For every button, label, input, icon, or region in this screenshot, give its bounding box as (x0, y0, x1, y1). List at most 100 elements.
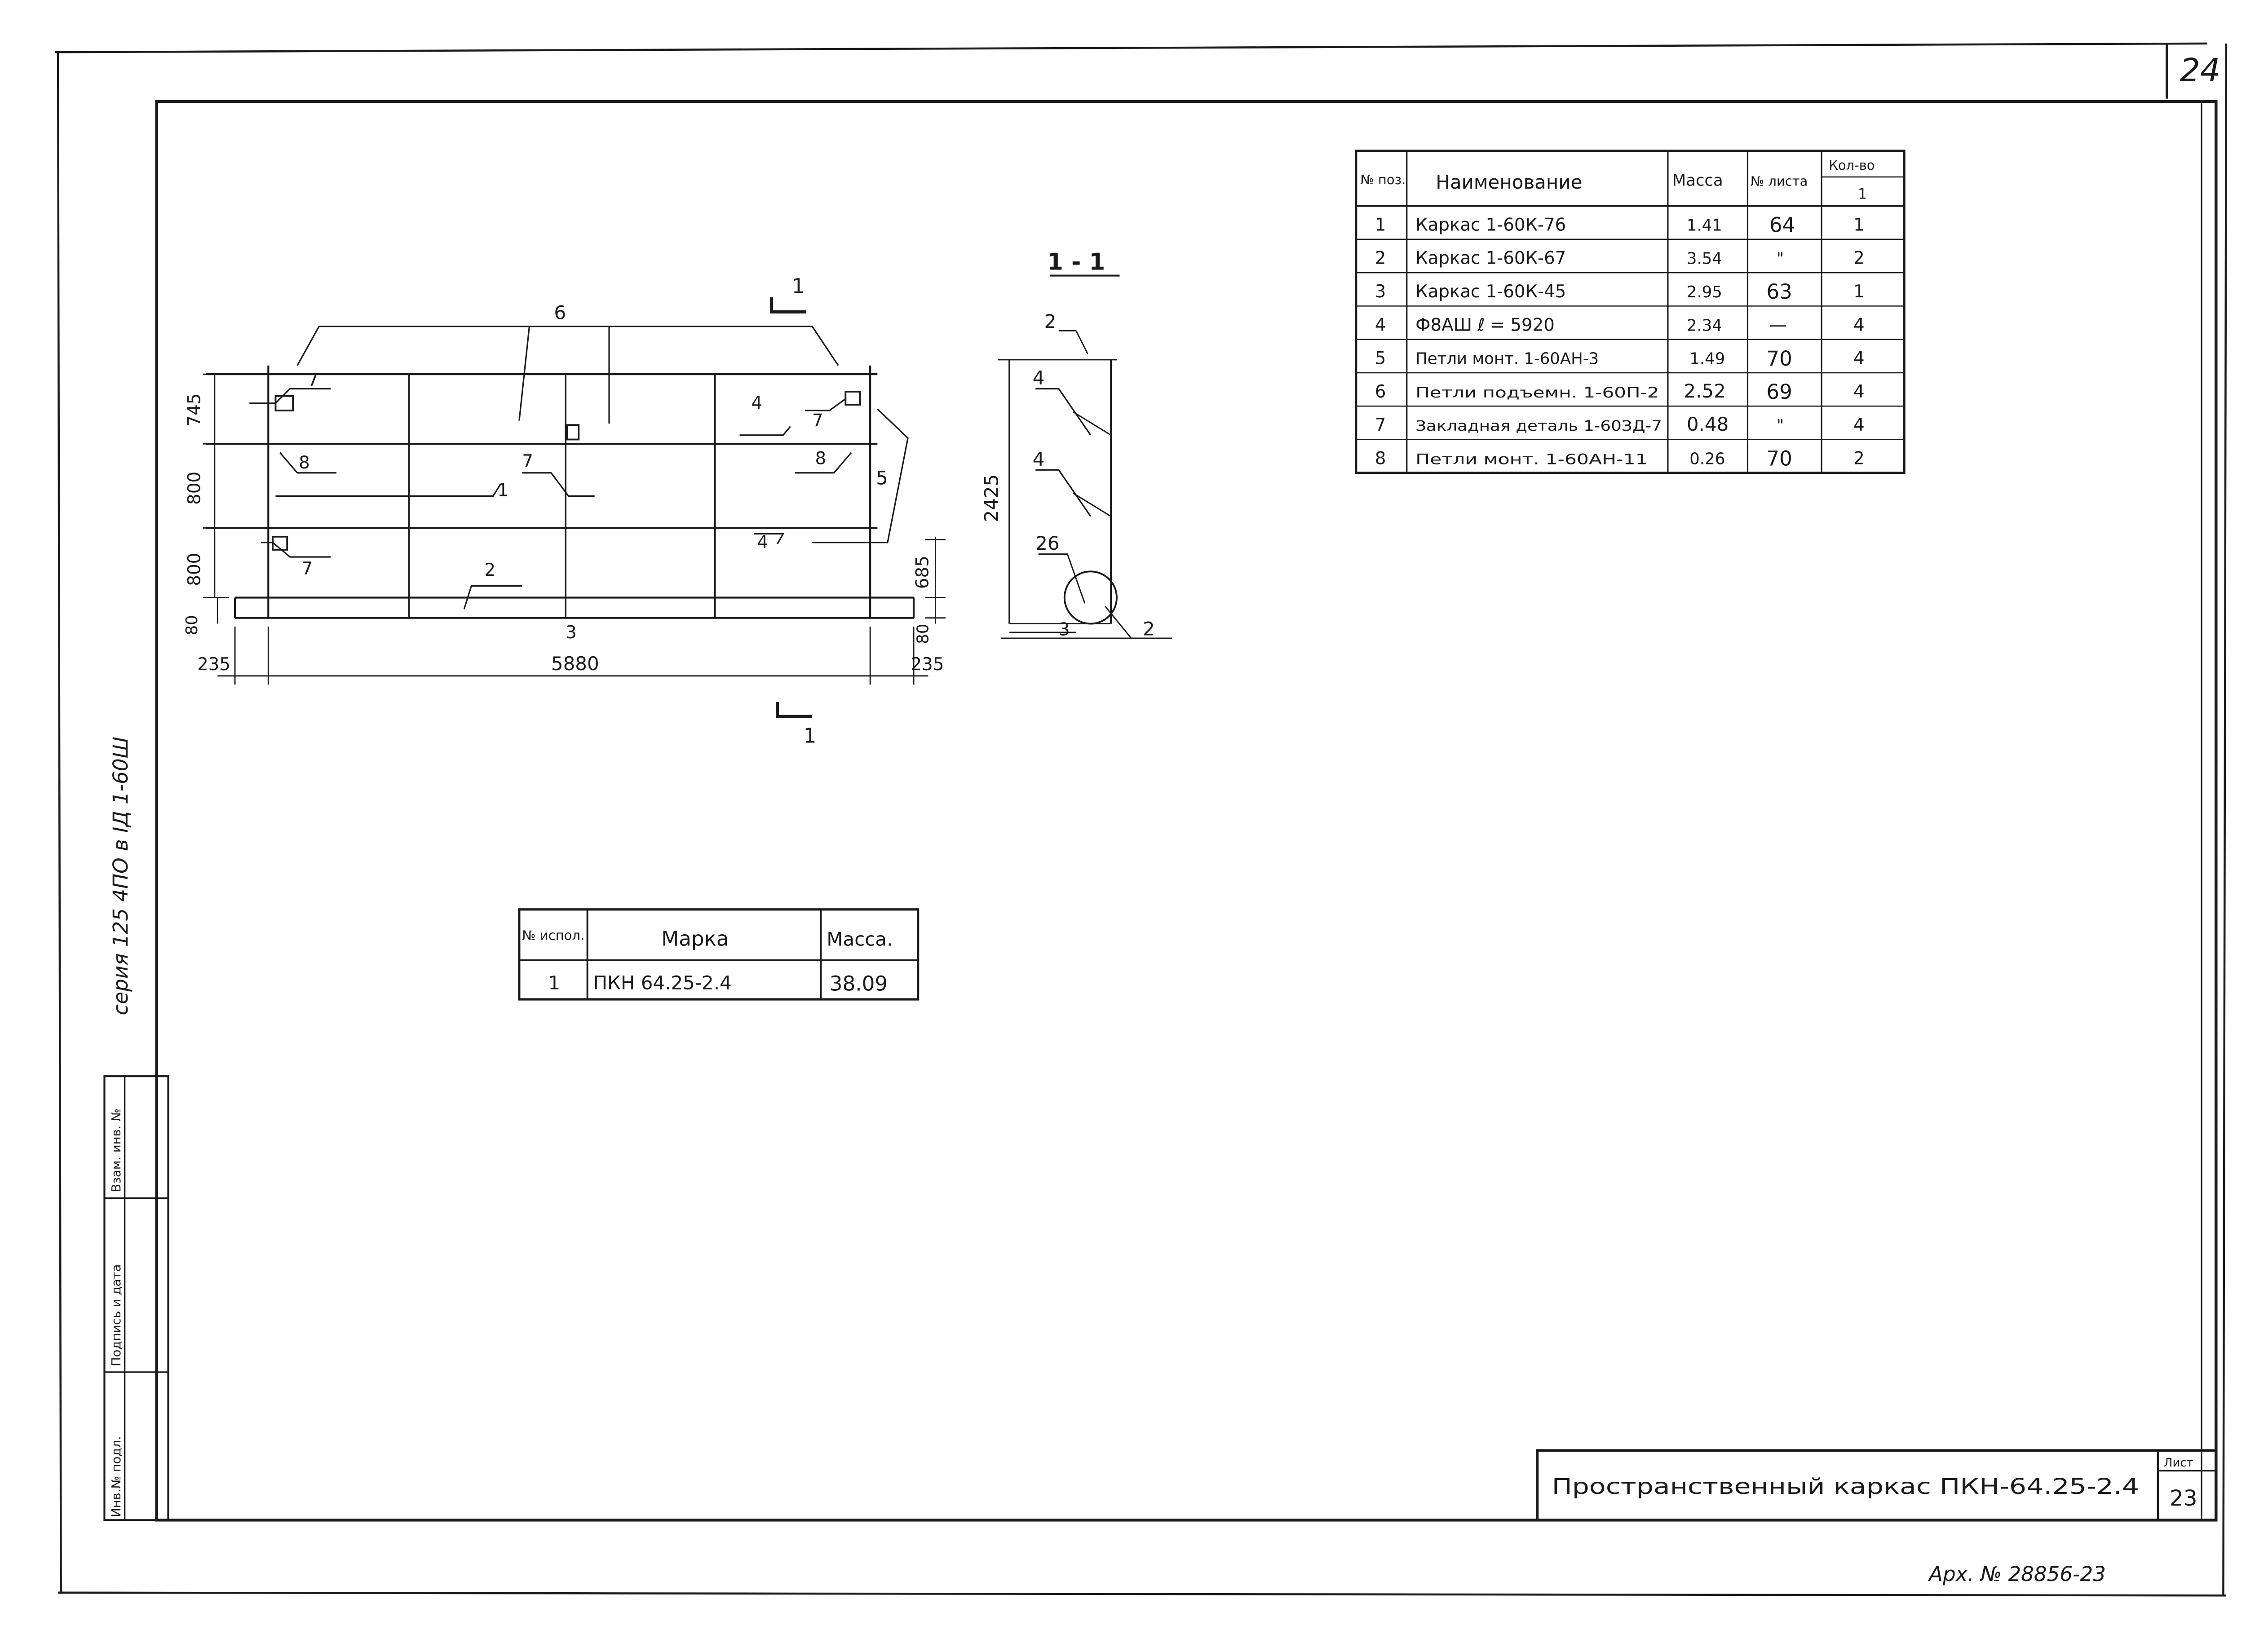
spec-rows: 1 Каркас 1-60К-76 1.41 64 1 2 Каркас 1-6… (1375, 213, 1865, 471)
row-pos: 1 (1375, 215, 1386, 235)
row-sheet: " (1777, 250, 1784, 268)
row-qty: 4 (1853, 349, 1865, 369)
archive-number: Арх. № 28856-23 (1928, 1562, 2106, 1586)
dim-end-right: 235 (911, 654, 944, 675)
row-pos: 6 (1375, 382, 1386, 402)
row-qty: 1 (1853, 282, 1865, 302)
row-mass: 2.52 (1684, 380, 1725, 402)
row-name: Петли монт. 1-60АН-11 (1415, 451, 1648, 468)
row-name: Каркас 1-60К-45 (1415, 282, 1566, 302)
row-name: Петли подъемн. 1-60П-2 (1415, 384, 1659, 401)
row-qty: 1 (1853, 215, 1865, 235)
sheet-label: Лист (2164, 1456, 2193, 1470)
mark-header-mass: Масса. (827, 928, 893, 950)
dim-end-left: 235 (197, 654, 230, 675)
spec-header-qty-sub: 1 (1858, 185, 1867, 202)
pos-label-8a: 8 (299, 453, 310, 473)
spec-header-pos: № поз. (1360, 172, 1406, 187)
mark-header-exec: № испол. (522, 928, 584, 943)
row-pos: 8 (1375, 448, 1386, 468)
row-qty: 2 (1853, 248, 1865, 269)
dim-height-bottom: 80 (183, 615, 201, 635)
dim-height-top: 745 (185, 393, 205, 426)
row-mass: 0.26 (1689, 450, 1725, 468)
section-mark-bottom: 1 (804, 724, 817, 747)
spec-header-mass: Масса (1672, 171, 1723, 190)
row-pos: 3 (1375, 282, 1386, 302)
row-qty: 4 (1853, 415, 1865, 435)
table-row: 1 ПКН 64.25-2.4 38.09 (548, 972, 888, 995)
spec-header-name: Наименование (1436, 171, 1582, 193)
mark-row-exec: 1 (548, 972, 560, 994)
drawing-title: Пространственный каркас ПКН-64.25-2.4 (1552, 1474, 2140, 1499)
pos-label-1: 1 (497, 480, 508, 500)
sheet-number: 23 (2170, 1486, 2197, 1511)
pos-label-4b: 4 (757, 533, 768, 553)
pos-label-4a: 4 (751, 393, 762, 414)
pos-label-2: 2 (484, 560, 495, 580)
row-pos: 5 (1375, 349, 1386, 369)
spec-header-sheet: № листа (1751, 173, 1808, 189)
row-sheet: 70 (1766, 447, 1792, 471)
series-label: серия 125 4ПО в ІД 1-60Ш (109, 737, 133, 1015)
table-row: 5 Петли монт. 1-60АН-3 1.49 70 4 (1375, 347, 1865, 371)
dim-height-right-bottom: 80 (914, 624, 932, 644)
dim-height-mid1: 800 (185, 472, 205, 505)
row-sheet: 70 (1766, 347, 1792, 371)
corner-sheet-number: 24 (2180, 52, 2220, 89)
dim-overall-length: 5880 (551, 653, 599, 675)
row-mass: 2.95 (1687, 283, 1722, 301)
row-name: Закладная деталь 1-60ЗД-7 (1415, 417, 1662, 434)
row-qty: 2 (1853, 448, 1865, 468)
row-mass: 1.49 (1689, 350, 1725, 368)
row-pos: 4 (1375, 315, 1386, 335)
section-mark-top: 1 (792, 274, 805, 298)
section-height-dim: 2425 (980, 474, 1002, 522)
table-row: 6 Петли подъемн. 1-60П-2 2.52 69 4 (1375, 380, 1865, 404)
section-label-3: 3 (1059, 619, 1070, 640)
section-label-2a: 2 (1044, 310, 1057, 332)
row-sheet: — (1769, 315, 1787, 335)
spec-header-qty: Кол-во (1829, 158, 1875, 173)
section-title: 1 - 1 (1047, 249, 1105, 276)
row-pos: 7 (1375, 415, 1386, 435)
pos-label-7a: 7 (307, 370, 318, 390)
section-label-4b: 4 (1033, 448, 1045, 470)
mark-row-mass: 38.09 (830, 972, 888, 996)
table-row: 1 Каркас 1-60К-76 1.41 64 1 (1375, 213, 1865, 237)
stamp-inv-number: Инв.№ подл. (110, 1436, 124, 1517)
section-width-dim: 26 (1035, 532, 1059, 554)
pos-label-3: 3 (566, 623, 577, 643)
row-qty: 4 (1853, 315, 1865, 335)
row-name: Ф8АШ ℓ = 5920 (1415, 315, 1555, 335)
sheet-border (55, 42, 2228, 1597)
pos-label-7b: 7 (812, 411, 823, 431)
row-mass: 1.41 (1687, 216, 1722, 234)
row-sheet: 63 (1766, 280, 1792, 304)
section-label-4a: 4 (1033, 367, 1045, 389)
pos-label-8b: 8 (815, 448, 826, 468)
pos-label-7c: 7 (522, 451, 533, 472)
mark-header-mark: Марка (661, 927, 729, 950)
table-row: 3 Каркас 1-60К-45 2.95 63 1 (1375, 280, 1865, 304)
row-name: Петли монт. 1-60АН-3 (1415, 350, 1599, 368)
dim-height-right: 685 (912, 556, 933, 589)
spec-table-grid (1355, 150, 1906, 474)
row-sheet: 69 (1766, 380, 1792, 404)
row-sheet: " (1777, 416, 1784, 435)
stamp-signature-date: Подпись и дата (110, 1264, 124, 1366)
title-block (1536, 1449, 2218, 1522)
side-stamp (103, 1075, 169, 1521)
row-name: Каркас 1-60К-76 (1415, 215, 1566, 235)
mark-table-grid (518, 908, 920, 1001)
row-sheet: 64 (1769, 213, 1795, 237)
table-row: 8 Петли монт. 1-60АН-11 0.26 70 2 (1375, 447, 1865, 471)
table-row: 7 Закладная деталь 1-60ЗД-7 0.48 " 4 (1375, 413, 1865, 435)
pos-label-7d: 7 (302, 559, 313, 579)
table-row: 2 Каркас 1-60К-67 3.54 " 2 (1375, 248, 1865, 269)
pos-label-5: 5 (876, 467, 888, 489)
stamp-replacement-inv: Взам. инв. № (110, 1109, 124, 1192)
row-pos: 2 (1375, 248, 1386, 269)
